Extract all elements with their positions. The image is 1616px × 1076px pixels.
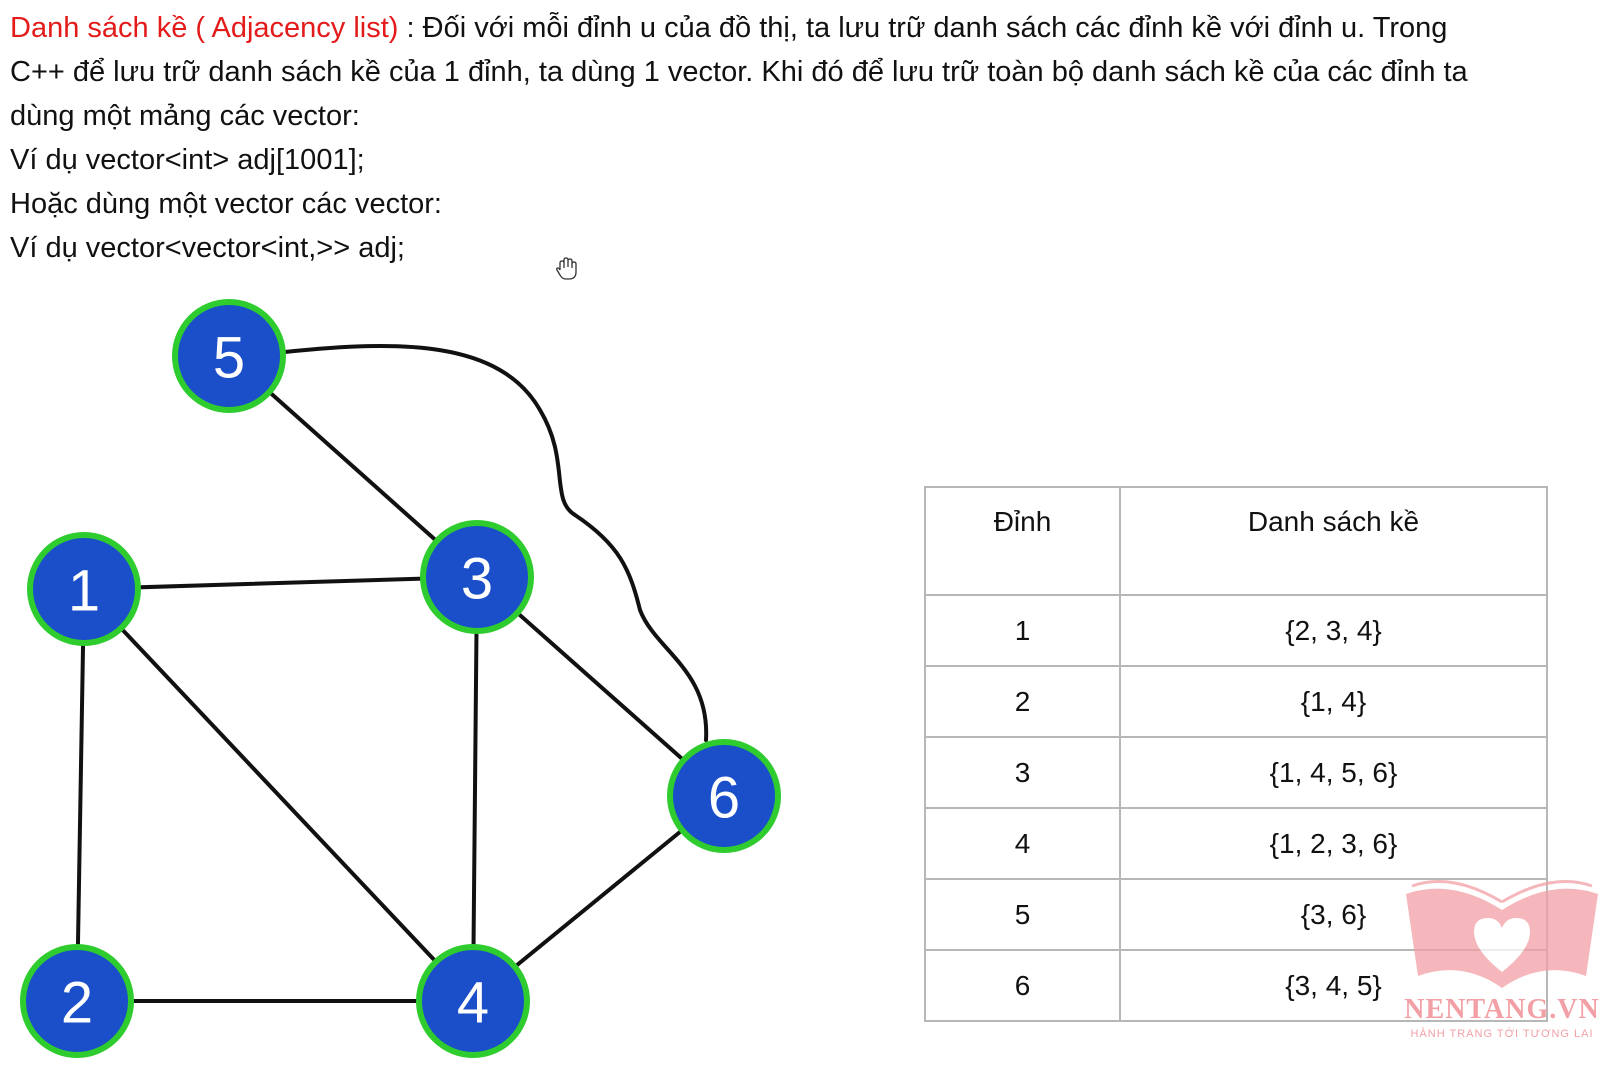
node-1: 1 (27, 532, 141, 646)
header-vertex: Đỉnh (924, 486, 1121, 596)
heading-term: Danh sách kề ( Adjacency list) (10, 12, 399, 44)
node-5: 5 (172, 299, 286, 413)
cell-vertex: 3 (924, 736, 1121, 809)
node-label-3: 3 (461, 547, 493, 612)
graph-diagram: 5 1 3 6 2 4 (20, 299, 781, 1058)
cell-adjacency: {1, 4, 5, 6} (1119, 736, 1548, 809)
node-label-4: 4 (457, 971, 489, 1036)
edge-1-4 (82, 587, 475, 1003)
table-row: 4 {1, 2, 3, 6} (924, 807, 1548, 880)
text-line-2: C++ để lưu trữ danh sách kề của 1 đỉnh, … (10, 56, 1468, 88)
node-label-5: 5 (213, 326, 245, 391)
edge-1-2 (75, 587, 86, 1003)
cell-vertex: 1 (924, 594, 1121, 667)
text-line-3: dùng một mảng các vector: (10, 100, 360, 132)
cell-adjacency: {2, 3, 4} (1119, 594, 1548, 667)
cell-vertex: 6 (924, 949, 1121, 1022)
node-circle-2 (20, 944, 134, 1058)
table-header-row: Đỉnh Danh sách kề (924, 486, 1548, 596)
edges-layer (75, 344, 726, 1003)
table-row: 3 {1, 4, 5, 6} (924, 736, 1548, 809)
node-6: 6 (667, 739, 781, 853)
cell-adjacency: {1, 2, 3, 6} (1119, 807, 1548, 880)
brand-name: NENTANG.VN (1404, 994, 1600, 1025)
node-circle-5 (172, 299, 286, 413)
text-line-5: Hoặc dùng một vector các vector: (10, 188, 442, 220)
hand-cursor-icon (556, 257, 577, 280)
node-label-6: 6 (708, 766, 740, 831)
table-row: 2 {1, 4} (924, 665, 1548, 738)
brand-watermark: NENTANG.VN HÀNH TRANG TỚI TƯƠNG LAI (1392, 876, 1612, 1046)
edge-5-6 (283, 344, 709, 742)
cell-vertex: 5 (924, 878, 1121, 951)
cell-vertex: 4 (924, 807, 1121, 880)
node-label-1: 1 (68, 559, 100, 624)
open-book-heart-icon (1406, 880, 1598, 988)
header-adjacency-list: Danh sách kề (1119, 486, 1548, 596)
adjacency-table: Đỉnh Danh sách kề 1 {2, 3, 4} 2 {1, 4} 3… (924, 486, 1548, 1022)
node-circle-6 (667, 739, 781, 853)
table-row: 1 {2, 3, 4} (924, 594, 1548, 667)
code-example-array: Ví dụ vector<int> adj[1001]; (10, 144, 365, 176)
node-3: 3 (420, 520, 534, 634)
edge-3-4 (471, 575, 479, 1003)
node-2: 2 (20, 944, 134, 1058)
cell-adjacency: {1, 4} (1119, 665, 1548, 738)
node-label-2: 2 (61, 971, 93, 1036)
node-circle-3 (420, 520, 534, 634)
description-text: Danh sách kề ( Adjacency list) : Đối với… (10, 6, 1610, 270)
brand-tagline: HÀNH TRANG TỚI TƯƠNG LAI (1410, 1028, 1594, 1040)
node-circle-4 (416, 944, 530, 1058)
nodes-layer: 5 1 3 6 2 4 (20, 299, 781, 1058)
node-4: 4 (416, 944, 530, 1058)
cell-vertex: 2 (924, 665, 1121, 738)
text-line-1: Danh sách kề ( Adjacency list) : Đối với… (10, 6, 1610, 50)
edge-1-3 (82, 575, 479, 591)
code-example-vector: Ví dụ vector<vector<int,>> adj; (10, 232, 405, 264)
node-circle-1 (27, 532, 141, 646)
text-line-1-rest: : Đối với mỗi đỉnh u của đồ thị, ta lưu … (398, 12, 1448, 44)
